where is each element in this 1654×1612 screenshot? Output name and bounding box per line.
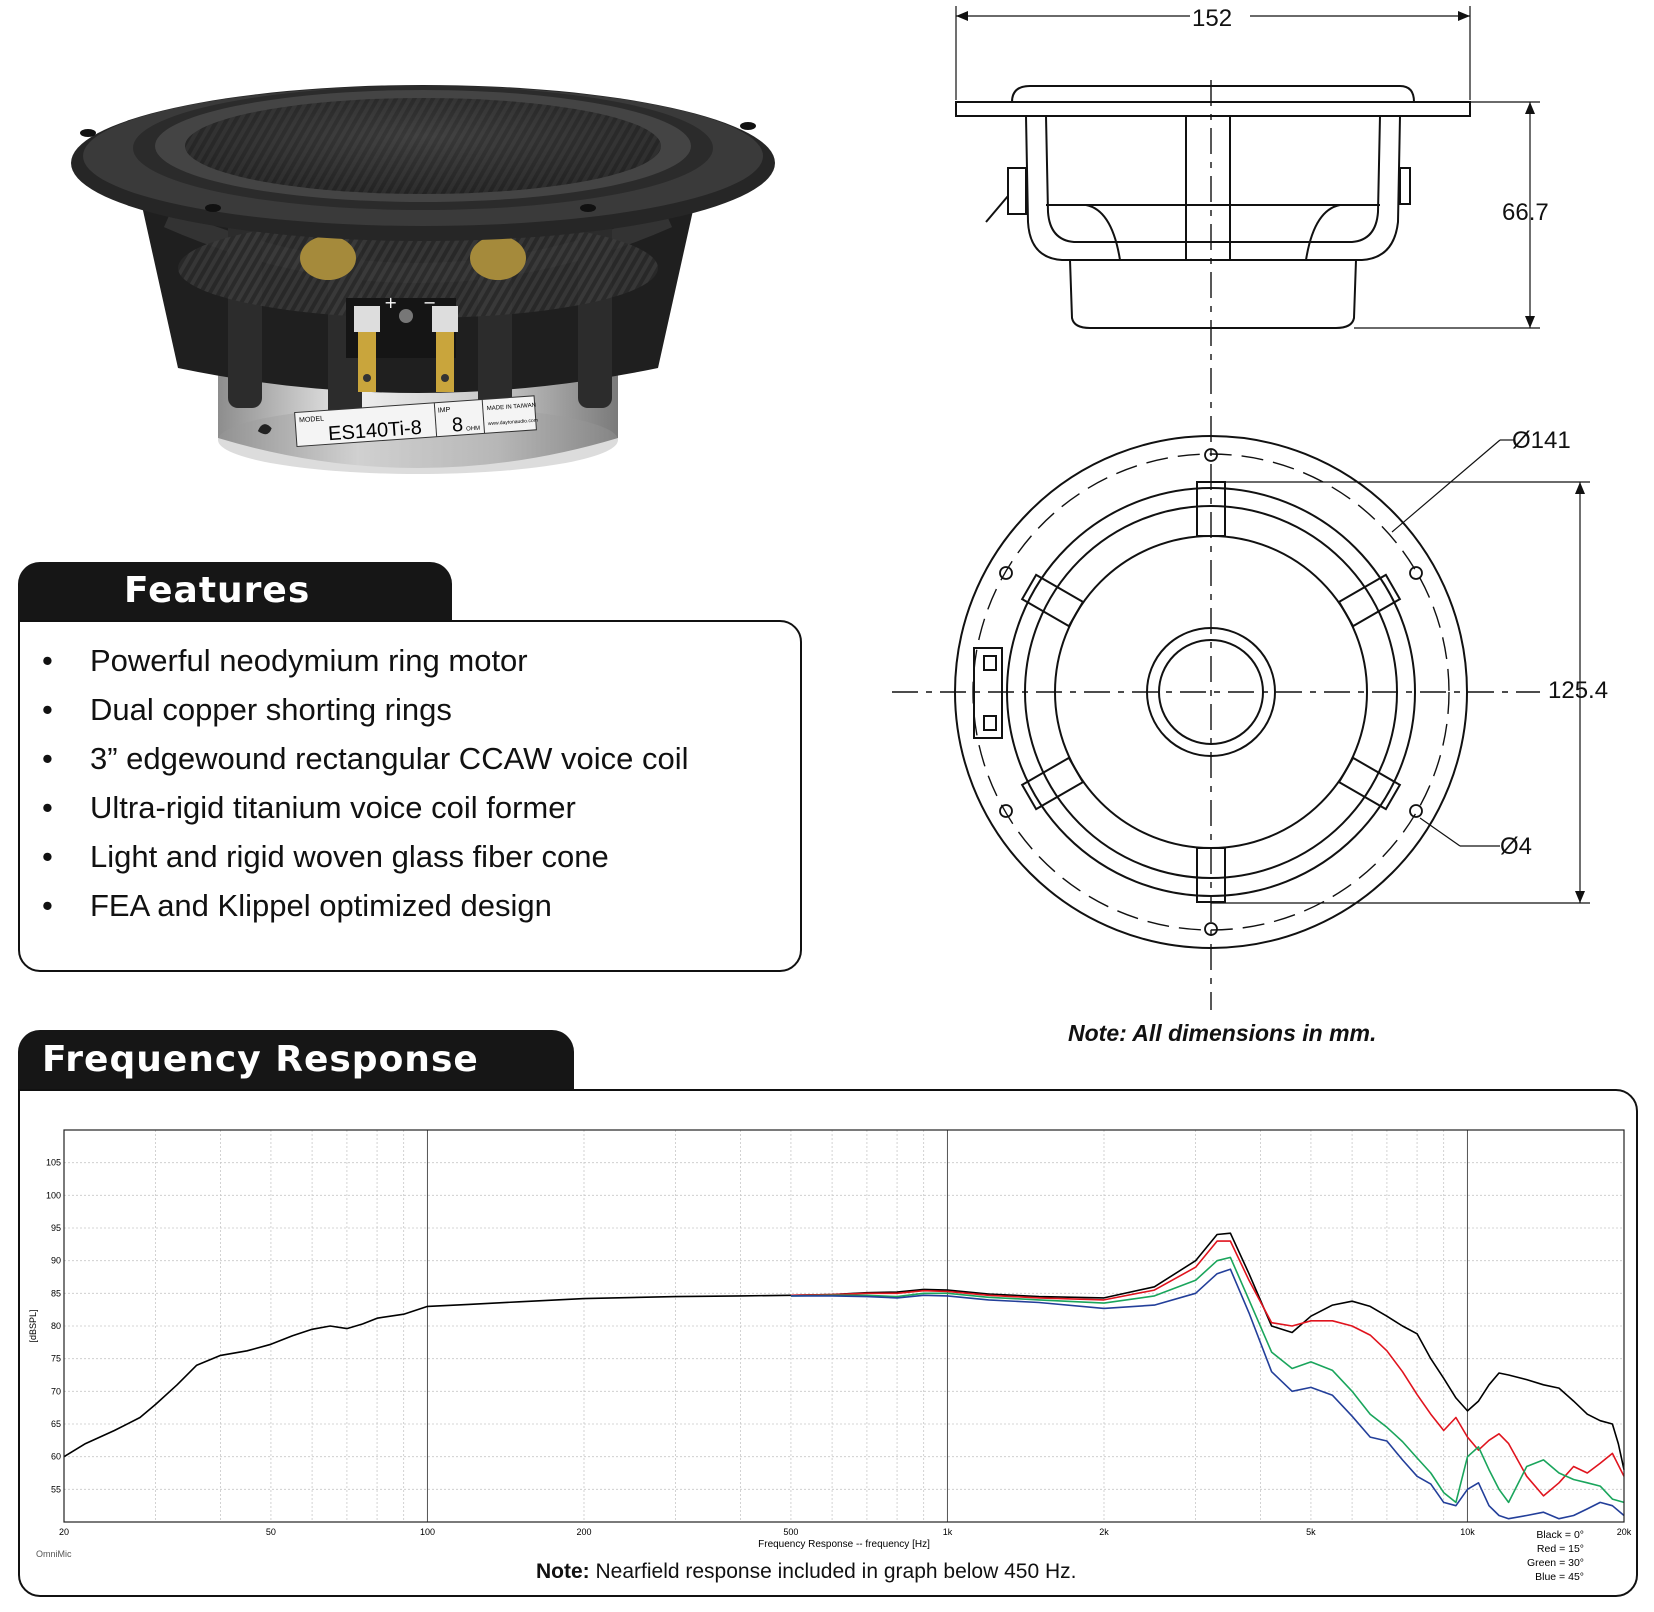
legend-red: Red = 15°: [1537, 1543, 1584, 1555]
legend-black: Black = 0°: [1536, 1529, 1584, 1541]
label-imp-caption: IMP: [438, 407, 451, 415]
x-tick-label: 500: [783, 1527, 798, 1537]
feature-item: • Powerful neodymium ring motor: [42, 636, 688, 685]
y-tick-label: 105: [46, 1158, 61, 1168]
feature-text: Powerful neodymium ring motor: [90, 643, 528, 678]
bullet: •: [42, 643, 53, 678]
y-axis-label: [dBSPL]: [28, 1309, 38, 1342]
x-tick-label: 100: [420, 1527, 435, 1537]
y-tick-label: 80: [51, 1321, 61, 1331]
x-tick-label: 5k: [1306, 1527, 1316, 1537]
y-tick-label: 60: [51, 1452, 61, 1462]
dim-inner: 125.4: [1548, 677, 1608, 704]
dim-hole: Ø4: [1500, 833, 1532, 860]
feature-text: 3” edgewound rectangular CCAW voice coil: [90, 741, 689, 776]
legend-green: Green = 30°: [1527, 1557, 1584, 1569]
dim-width: 152: [1192, 5, 1232, 32]
y-tick-label: 100: [46, 1190, 61, 1200]
label-made: MADE IN TAIWAN: [487, 403, 537, 412]
y-tick-label: 65: [51, 1419, 61, 1429]
y-tick-label: 85: [51, 1288, 61, 1298]
label-web: www.daytonaudio.com: [488, 418, 538, 427]
y-tick-label: 55: [51, 1484, 61, 1494]
label-model-caption: MODEL: [299, 416, 324, 425]
frequency-response-panel: [18, 1089, 1638, 1597]
label-imp: 8: [451, 414, 464, 437]
feature-item: • FEA and Klippel optimized design: [42, 881, 688, 930]
chart-series: [63, 1232, 1625, 1520]
plot-frame: [63, 1129, 1625, 1523]
feature-item: • 3” edgewound rectangular CCAW voice coi…: [42, 734, 688, 783]
legend-blue: Blue = 45°: [1535, 1571, 1584, 1583]
series-line-0: [63, 1232, 1625, 1470]
feature-text: Ultra-rigid titanium voice coil former: [90, 790, 576, 825]
terminal-minus: −: [423, 293, 436, 312]
label-ohm: OHM: [466, 426, 480, 433]
x-tick-label: 10k: [1460, 1527, 1475, 1537]
x-tick-label: 20: [59, 1527, 69, 1537]
feature-item: • Ultra-rigid titanium voice coil former: [42, 783, 688, 832]
chart-grid: [63, 1129, 1625, 1523]
features-tab: Features: [18, 562, 452, 620]
x-tick-label: 1k: [943, 1527, 953, 1537]
technical-drawing: 152 66.7 Ø141 125.4 Ø4: [892, 5, 1608, 1010]
bullet: •: [42, 839, 53, 874]
note-label: Note:: [536, 1560, 590, 1583]
y-tick-label: 90: [51, 1256, 61, 1266]
series-line-1: [790, 1240, 1625, 1497]
y-tick-label: 75: [51, 1354, 61, 1364]
omnimic-mark: OmniMic: [36, 1549, 72, 1559]
y-tick-label: 70: [51, 1386, 61, 1396]
note-text: Nearfield response included in graph bel…: [589, 1560, 1077, 1583]
feature-item: • Light and rigid woven glass fiber cone: [42, 832, 688, 881]
bullet: •: [42, 790, 53, 825]
feature-text: Light and rigid woven glass fiber cone: [90, 839, 609, 874]
feature-text: FEA and Klippel optimized design: [90, 888, 552, 923]
series-line-3: [790, 1268, 1625, 1520]
bullet: •: [42, 741, 53, 776]
features-list: • Powerful neodymium ring motor • Dual cop…: [42, 636, 688, 930]
dimensions-note: Note: All dimensions in mm.: [1068, 1020, 1377, 1046]
feature-text: Dual copper shorting rings: [90, 692, 452, 727]
chart-ticks: 55 60 65 70 75 80 85 90 95 100 105 20 50 100 200 500 1k 2…: [46, 1158, 1632, 1537]
y-tick-label: 95: [51, 1223, 61, 1233]
dim-outer-diameter: Ø141: [1512, 427, 1571, 454]
frequency-response-note: Note: Nearfield response included in gra…: [536, 1560, 1076, 1584]
series-line-2: [790, 1256, 1625, 1504]
bullet: •: [42, 888, 53, 923]
x-tick-label: 20k: [1617, 1527, 1632, 1537]
feature-item: • Dual copper shorting rings: [42, 685, 688, 734]
x-tick-label: 2k: [1099, 1527, 1109, 1537]
frequency-response-tab: Frequency Response: [18, 1030, 574, 1090]
frequency-response-title: Frequency Response: [42, 1039, 479, 1080]
features-panel: • Powerful neodymium ring motor • Dual cop…: [18, 620, 802, 972]
bullet: •: [42, 692, 53, 727]
x-axis-label: Frequency Response -- frequency [Hz]: [758, 1539, 930, 1550]
legend: Black = 0° Red = 15° Green = 30° Blue = …: [1527, 1529, 1584, 1583]
terminal-plus: +: [384, 293, 397, 312]
speaker-photo: + − MODEL ES140Ti-8 IMP 8 OHM MADE IN TA…: [71, 85, 775, 474]
features-title: Features: [124, 570, 311, 611]
dim-depth: 66.7: [1502, 199, 1549, 226]
x-tick-label: 200: [576, 1527, 591, 1537]
x-tick-label: 50: [266, 1527, 276, 1537]
